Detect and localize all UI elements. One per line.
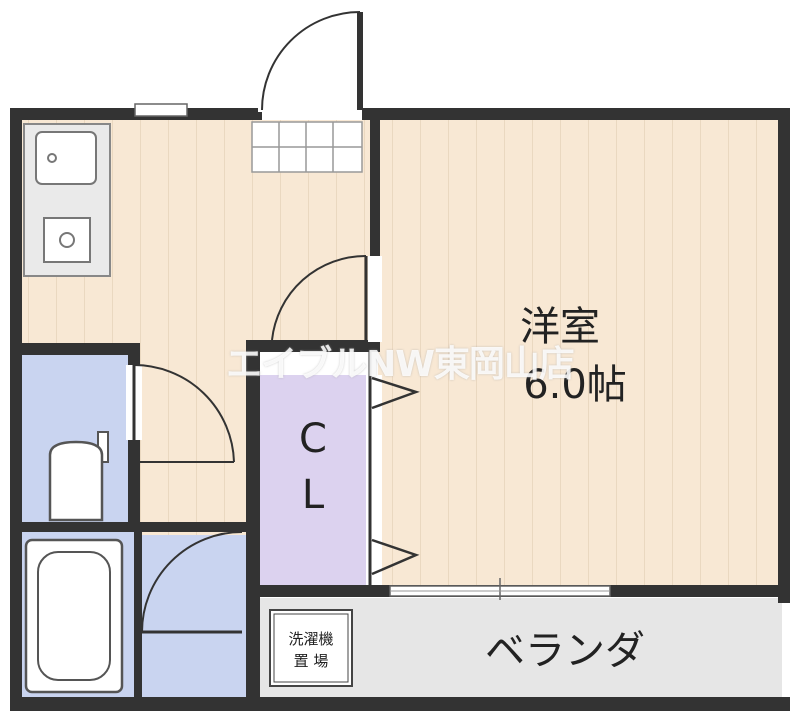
closet-label-c: C bbox=[299, 416, 327, 462]
western-room-floor bbox=[378, 120, 780, 590]
washer-space-label-2: 置 場 bbox=[294, 652, 329, 670]
sink-icon bbox=[35, 131, 97, 185]
stove-icon bbox=[43, 217, 91, 263]
washer-space-label-1: 洗濯機 bbox=[288, 630, 333, 648]
balcony-sliding-window bbox=[389, 578, 611, 600]
closet-folding-door-icon bbox=[366, 352, 420, 585]
entrance-door-icon bbox=[258, 11, 363, 112]
room-door-icon bbox=[271, 254, 382, 342]
washer-space-box bbox=[269, 609, 353, 687]
closet-floor bbox=[258, 375, 368, 585]
toilet-door-icon bbox=[126, 364, 235, 463]
bathtub-icon bbox=[24, 538, 124, 694]
western-room-name: 洋室 bbox=[520, 304, 600, 350]
western-room-size: 6.0帖 bbox=[523, 362, 627, 408]
kitchen-window bbox=[134, 103, 188, 117]
closet-label-l: L bbox=[302, 472, 325, 518]
washroom-floor bbox=[138, 535, 250, 707]
hallway-floor bbox=[130, 345, 250, 535]
toilet-icon bbox=[48, 431, 109, 522]
stairs-icon bbox=[251, 121, 363, 173]
washroom-door-icon bbox=[141, 531, 243, 634]
veranda-label: ベランダ bbox=[485, 628, 645, 674]
